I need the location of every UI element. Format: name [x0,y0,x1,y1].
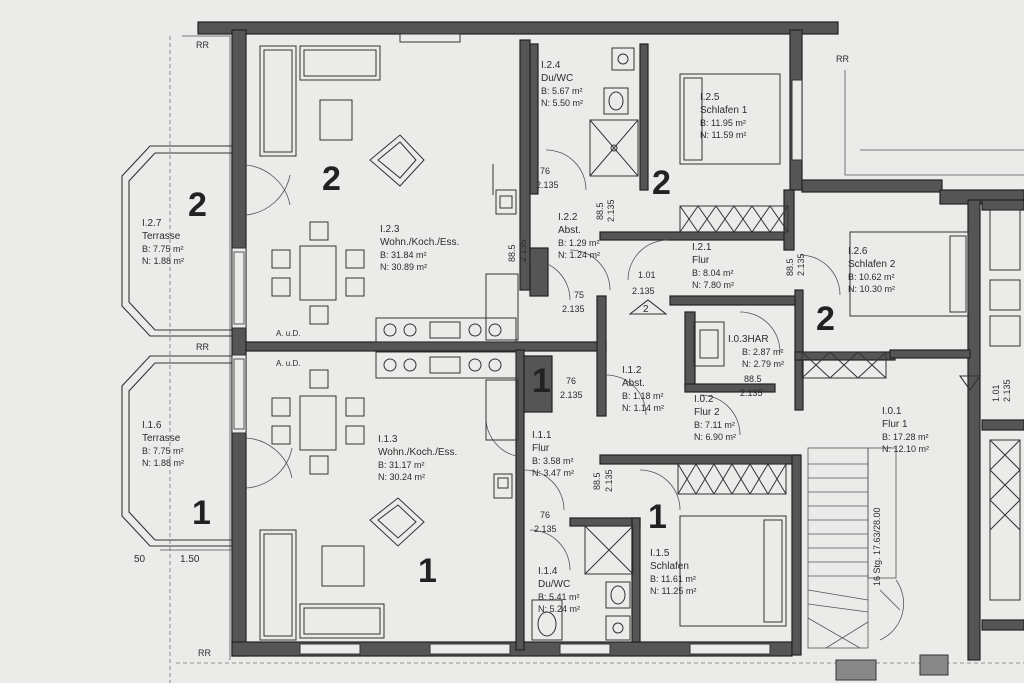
dimension-label: 2.135 [604,469,614,492]
site-lines [160,35,1024,683]
unit-numbers: 2 2 2 2 1 1 1 1 [188,160,835,590]
rr-label: RR [836,54,849,64]
room-labels: I.2.4 Du/WC B: 5.67 m² N: 5.50 m² I.2.5 … [142,60,931,614]
furniture-lower [259,351,519,641]
fixtures [531,47,1021,681]
dimension-label: 2.135 [1002,379,1012,402]
misc-labels: RR RR RR RR A. u.D. A. u.D. 16 Stg. 17.6… [196,40,882,658]
dimension-label: 50 [134,554,146,565]
rr-label: RR [196,40,209,50]
room-label: I.1.6 Terrasse B: 7.75 m² N: 1.88 m² [142,420,186,468]
dimension-label: 88.5 [592,472,602,490]
level-markers [628,299,982,391]
stair-label: 16 Stg. 17.63/28.00 [872,507,882,586]
room-label: I.2.7 Terrasse B: 7.75 m² N: 1.88 m² [142,218,186,266]
dimension-label: 76 [566,376,576,386]
room-label: I.1.3 Wohn./Koch./Ess. B: 31.17 m² N: 30… [378,434,460,482]
dimension-label: 2.135 [534,524,557,534]
dimension-labels: 76 2.135 88.5 2.135 88.5 2.135 75 2.135 … [134,166,1012,565]
dimension-label: 76 [540,166,550,176]
dimension-label: 1.01 [638,270,656,280]
unit-number: 1 [648,498,667,536]
unit-number: 2 [322,160,341,198]
unit-number: 1 [532,362,551,400]
rr-label: RR [196,342,209,352]
dimension-label: 2.135 [632,286,655,296]
dimension-label: 88.5 [507,244,517,262]
dimension-label: 2.135 [518,239,528,262]
room-label: I.0.3HAR B: 2.87 m² N: 2.79 m² [728,334,786,369]
dimension-label: 75 [574,290,584,300]
room-label: I.2.3 Wohn./Koch./Ess. B: 31.84 m² N: 30… [380,224,462,272]
rr-label: RR [198,648,211,658]
marker-number: 2 [643,304,649,315]
room-label: I.2.2 Abst. B: 1.29 m² N: 1.24 m² [558,212,602,260]
room-label: I.0.1 Flur 1 B: 17.28 m² N: 12.10 m² [882,406,931,454]
dimension-label: 2.135 [536,180,559,190]
room-label: I.2.5 Schlafen 1 B: 11.95 m² N: 11.59 m² [700,92,750,140]
dimension-label: 88.5 [595,202,605,220]
staircase [807,447,905,649]
room-label: I.2.6 Schlafen 2 B: 10.62 m² N: 10.30 m² [848,246,898,294]
au-label: A. u.D. [276,359,300,368]
dimension-label: 2.135 [562,304,585,314]
dimension-label: 88.5 [785,258,795,276]
dimension-label: 76 [540,510,550,520]
dimension-label: 1.50 [180,554,200,565]
room-label: I.1.5 Schlafen B: 11.61 m² N: 11.25 m² [650,548,699,596]
dimension-label: 2.135 [796,253,806,276]
furniture-upper [259,45,519,343]
room-label: I.1.2 Abst. B: 1.18 m² N: 1.14 m² [622,365,666,413]
dimension-label: 1.01 [991,384,1001,402]
dimension-label: 2.135 [560,390,583,400]
doors [245,149,841,571]
dimension-label: 2.135 [740,388,763,398]
room-label: I.1.4 Du/WC B: 5.41 m² N: 5.24 m² [538,566,582,614]
windows [231,33,803,655]
unit-number: 2 [652,164,671,202]
unit-number: 1 [192,494,211,532]
unit-number: 2 [188,186,207,224]
room-label: I.2.4 Du/WC B: 5.67 m² N: 5.50 m² [541,60,585,108]
au-label: A. u.D. [276,329,300,338]
room-label: I.1.1 Flur B: 3.58 m² N: 3.47 m² [532,430,576,478]
unit-number: 2 [816,300,835,338]
room-label: I.0.2 Flur 2 B: 7.11 m² N: 6.90 m² [694,394,738,442]
dimension-label: 88.5 [744,374,762,384]
dimension-label: 2.135 [606,199,616,222]
room-label: I.2.1 Flur B: 8.04 m² N: 7.80 m² [692,242,736,290]
unit-number: 1 [418,552,437,590]
